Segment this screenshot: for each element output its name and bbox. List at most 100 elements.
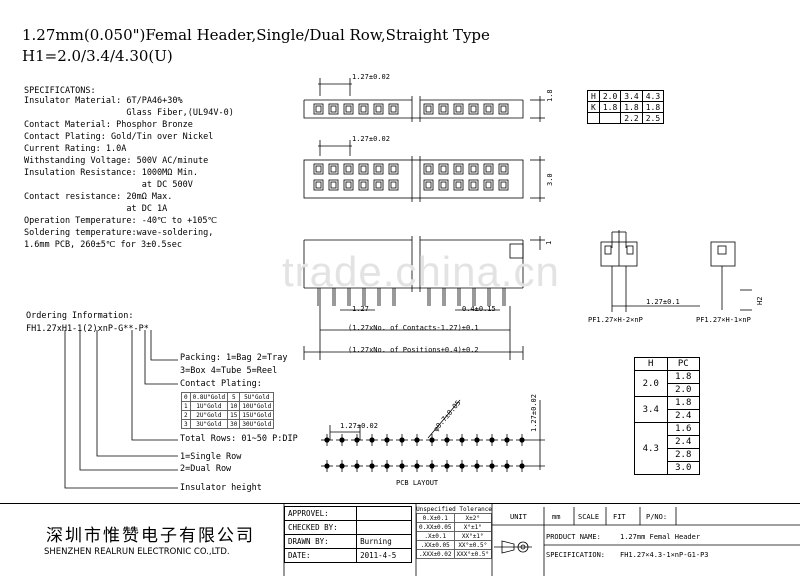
contact-cavity-inner — [375, 181, 382, 189]
contact-plating-label: Contact Plating: — [180, 379, 262, 389]
signoff-table: APPROVEL: CHECKED BY: DRAWN BY:Burning D… — [283, 506, 412, 563]
pcb-hole — [384, 437, 390, 443]
contact-cavity-inner — [455, 181, 462, 189]
spec-line: Contact Plating: Gold/Tin over Nickel — [24, 132, 214, 142]
date-label: DATE: — [283, 548, 358, 563]
contact-cavity-inner — [330, 105, 337, 113]
spec-line: Contact resistance: 20mΩ Max. — [24, 192, 173, 202]
contact-cavity — [483, 179, 494, 191]
contact-cavity-inner — [455, 105, 462, 113]
dual-side-view — [600, 230, 700, 312]
contact-cavity — [438, 103, 449, 115]
contact-cavity-inner — [425, 105, 432, 113]
pcb-hole — [399, 463, 405, 469]
pcb-hole — [429, 437, 435, 443]
dual-row-label: 2=Dual Row — [180, 464, 232, 474]
spec-line: 1.6mm PCB, 260±5℃ for 3±0.5sec — [24, 240, 182, 250]
contact-cavity — [373, 103, 384, 115]
spec-line: Operation Temperature: -40℃ to +105℃ — [24, 216, 218, 226]
pcb-layout-label: PCB LAYOUT — [396, 479, 439, 487]
contact-cavity-inner — [360, 165, 367, 173]
hk-cell: 1.8 — [641, 101, 665, 113]
contact-cavity — [498, 179, 509, 191]
dim-height-mid: 3.0 — [546, 173, 554, 186]
hpc-pc-cell: 1.8 — [666, 370, 700, 384]
pcb-hole — [339, 437, 345, 443]
product-label: PRODUCT NAME: — [546, 533, 601, 541]
contact-cavity-inner — [315, 165, 322, 173]
contact-cavity-inner — [375, 165, 382, 173]
specs-heading: SPECIFICATONS: — [24, 86, 96, 96]
contact-cavity — [468, 163, 479, 175]
single-row-label: 1=Single Row — [180, 452, 242, 462]
insulator-height-label: Insulator height — [180, 483, 262, 493]
hpc-pc-cell: 2.4 — [666, 435, 700, 449]
pcb-hole — [474, 437, 480, 443]
pcb-layout — [321, 399, 545, 472]
hpc-pc-cell: 3.0 — [666, 461, 700, 475]
contact-cavity — [453, 103, 464, 115]
projection-symbol-icon — [494, 540, 532, 554]
unit-value: mm — [552, 513, 561, 521]
contact-cavity — [453, 179, 464, 191]
contact-cavity — [498, 103, 509, 115]
dim-pin-width: 0.4±0.15 — [462, 305, 496, 313]
scale-label: SCALE — [578, 513, 600, 521]
contact-cavity-inner — [455, 165, 462, 173]
tolerance-header: Unspecified Tolerance — [416, 506, 492, 513]
contact-cavity-inner — [345, 165, 352, 173]
ordering-leaders — [64, 330, 178, 489]
contact-cavity-inner — [485, 165, 492, 173]
hk-cell — [598, 112, 622, 124]
dim-positions: (1.27xNo. of Positions+0.4)±0.2 — [348, 346, 479, 354]
signoff-table-wrap: APPROVEL: CHECKED BY: DRAWN BY:Burning D… — [283, 506, 412, 563]
dim-side-pitch: 1.27±0.1 — [646, 298, 680, 306]
plating-cell: 30 — [227, 419, 241, 429]
dim-pcb-pitch-v: 1.27±0.02 — [530, 394, 538, 432]
hk-cell: K — [587, 101, 600, 113]
contact-cavity — [483, 103, 494, 115]
contact-cavity — [453, 163, 464, 175]
drawing-subtitle: H1=2.0/3.4/4.30(U) — [22, 47, 173, 65]
spec-line: Insulator Material: 6T/PA46+30% — [24, 96, 183, 106]
pcb-hole — [489, 463, 495, 469]
title-block: 深圳市惟赞电子有限公司 SHENZHEN REALRUN ELECTRONIC … — [0, 503, 800, 576]
pcb-hole — [414, 437, 420, 443]
dual-row-top-view — [303, 140, 545, 202]
pcb-hole — [339, 463, 345, 469]
company-name-cn: 深圳市惟赞电子有限公司 — [46, 526, 255, 546]
contact-cavity-inner — [360, 181, 367, 189]
spec-line: Contact Material: Phosphor Bronze — [24, 120, 193, 130]
contact-cavity — [343, 163, 354, 175]
pcb-hole — [519, 437, 525, 443]
spec-label: SPECIFICATION: — [546, 551, 606, 559]
pcb-hole — [399, 437, 405, 443]
front-view — [303, 236, 545, 360]
dual-view-label: PF1.27×H-2×nP — [588, 316, 643, 324]
pcb-hole — [459, 437, 465, 443]
contact-cavity — [498, 163, 509, 175]
contact-cavity-inner — [345, 105, 352, 113]
tolerance-cell: XXX°±0.5° — [453, 549, 493, 559]
contact-cavity-inner — [485, 105, 492, 113]
contact-cavity — [358, 163, 369, 175]
contact-cavity — [313, 163, 324, 175]
contact-cavity-inner — [500, 165, 507, 173]
dim-pin-pitch: 1.27 — [352, 305, 369, 313]
hpc-h-cell: 4.3 — [634, 422, 668, 475]
title-block-grid — [283, 503, 800, 576]
hk-cell: H — [587, 90, 600, 102]
contact-cavity-inner — [500, 105, 507, 113]
contact-cavity — [468, 179, 479, 191]
hpc-pc-cell: 2.0 — [666, 383, 700, 397]
pcb-hole — [429, 463, 435, 469]
pcb-hole — [324, 437, 330, 443]
